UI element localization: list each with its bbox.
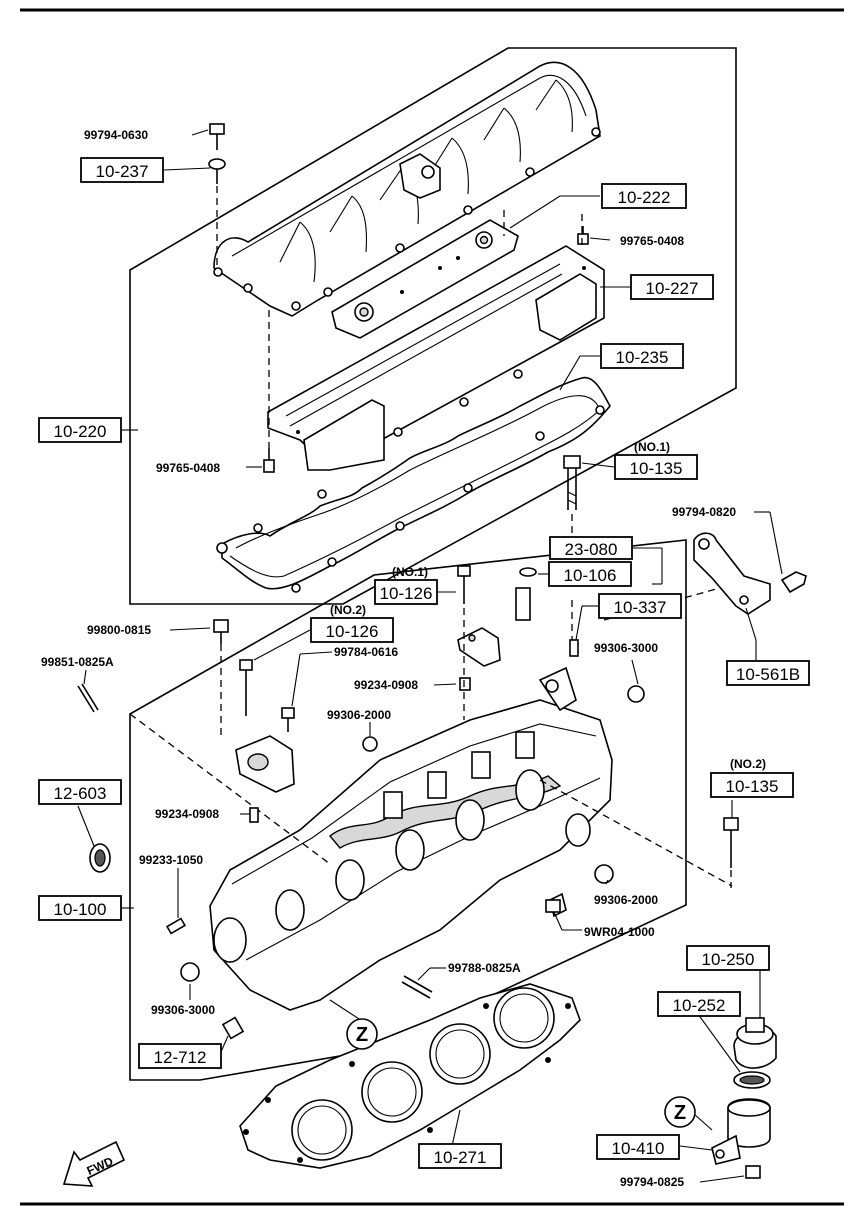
plug-99306-2000 [362,736,378,752]
cylinder-head [209,666,613,1011]
part-99234-0908-left[interactable]: 99234-0908 [155,807,219,821]
part-99306-3000-top[interactable]: 99306-3000 [594,641,658,655]
label-10-135-no1[interactable]: 10-135 [630,459,683,478]
head-gasket [239,983,581,1169]
label-10-235[interactable]: 10-235 [616,348,669,367]
bolt-99765-0408-left [263,448,275,473]
bolt-99794-0630 [209,123,225,150]
label-10-271[interactable]: 10-271 [434,1148,487,1167]
label-10-126-no1[interactable]: 10-126 [380,584,433,603]
washer-10-237 [208,158,226,184]
cam-cap-no1 [457,627,501,667]
pin-99233-1050 [165,917,187,935]
o-ring-10-252 [733,1071,771,1089]
part-99784-0616[interactable]: 99784-0616 [334,645,398,659]
part-99794-0820[interactable]: 99794-0820 [672,505,736,519]
dowel-99234-0908 [459,677,471,691]
note-no1-cap: (NO.1) [392,565,428,579]
fwd-arrow-icon: FWD [62,1140,126,1187]
z-mark-left: Z [356,1024,368,1046]
label-10-237[interactable]: 10-237 [96,162,149,181]
plug-99306-3000 [627,685,645,703]
part-99851-0825a[interactable]: 99851-0825A [41,655,114,669]
bolt-9wr04-1000 [545,899,561,913]
oil-seal-12-603 [89,843,111,873]
label-10-561b[interactable]: 10-561B [736,665,800,684]
part-9wr04-1000[interactable]: 9WR04-1000 [584,925,655,939]
label-23-080[interactable]: 23-080 [565,540,618,559]
stud-99851-0825a [77,683,99,713]
oil-separator-plate [267,245,605,471]
sensor-12-712 [221,1016,245,1040]
oil-filler-cap [733,1017,777,1069]
note-no2-bolt: (NO.2) [730,757,766,771]
part-99788-0825a[interactable]: 99788-0825A [448,961,521,975]
reference-z-left: Z [346,1018,378,1050]
part-99233-1050[interactable]: 99233-1050 [139,853,203,867]
label-10-126-no2[interactable]: 10-126 [326,622,379,641]
guide-line [539,779,733,887]
label-12-603[interactable]: 12-603 [54,784,107,803]
bolt-10-126-no2 [239,659,253,716]
label-10-106[interactable]: 10-106 [564,566,617,585]
label-10-100[interactable]: 10-100 [54,900,107,919]
cam-cap-no2 [235,735,295,793]
baffle-plate [331,219,519,339]
note-no1-bolt: (NO.1) [634,440,670,454]
part-99794-0630[interactable]: 99794-0630 [84,128,148,142]
part-99306-3000-bottom[interactable]: 99306-3000 [151,1003,215,1017]
label-10-252[interactable]: 10-252 [673,996,726,1015]
label-12-712[interactable]: 12-712 [154,1048,207,1067]
tappet-10-106 [515,567,537,621]
bolt-99794-0825 [745,1165,761,1179]
plug-99306-3000-b [180,962,200,982]
leader-lines [77,129,783,1183]
bolt-10-135-no1 [563,455,581,510]
label-10-250[interactable]: 10-250 [702,950,755,969]
head-cover-gasket [216,369,611,593]
part-99765-0408-top[interactable]: 99765-0408 [620,234,684,248]
part-99234-0908-top[interactable]: 99234-0908 [354,678,418,692]
sleeve-10-337 [569,639,579,657]
part-99306-2000-top[interactable]: 99306-2000 [327,708,391,722]
z-mark-right: Z [674,1102,686,1124]
bolt-10-135-no2 [723,817,739,868]
label-10-222[interactable]: 10-222 [618,188,671,207]
label-boxes [38,157,810,1169]
guide-line [129,713,331,865]
group-frame-10-220 [129,47,737,605]
label-10-410[interactable]: 10-410 [612,1139,665,1158]
label-10-227[interactable]: 10-227 [646,279,699,298]
bolt-99800-0815 [213,619,229,644]
part-99306-2000-right[interactable]: 99306-2000 [594,893,658,907]
note-no2-cap: (NO.2) [330,603,366,617]
bolt-10-126-no1 [457,565,471,604]
reference-z-right: Z [664,1096,696,1128]
plug-99306-2000-b [594,864,614,884]
label-10-135-no2[interactable]: 10-135 [726,777,779,796]
label-10-337[interactable]: 10-337 [614,598,667,617]
cylinder-head-cover [213,61,601,317]
part-99765-0408-left[interactable]: 99765-0408 [156,461,220,475]
bolt-99784-0616 [281,707,295,732]
part-99800-0815[interactable]: 99800-0815 [87,623,151,637]
bracket-10-561b [693,532,807,615]
dowel-99234-0908-b [249,807,259,823]
stud-99788-0825a [401,975,433,999]
label-10-220[interactable]: 10-220 [54,422,107,441]
group-frame-10-100 [129,539,687,1081]
bolt-99765-0408-top [577,226,589,245]
filler-pipe-10-410 [711,1098,771,1165]
part-99794-0825[interactable]: 99794-0825 [620,1175,684,1189]
